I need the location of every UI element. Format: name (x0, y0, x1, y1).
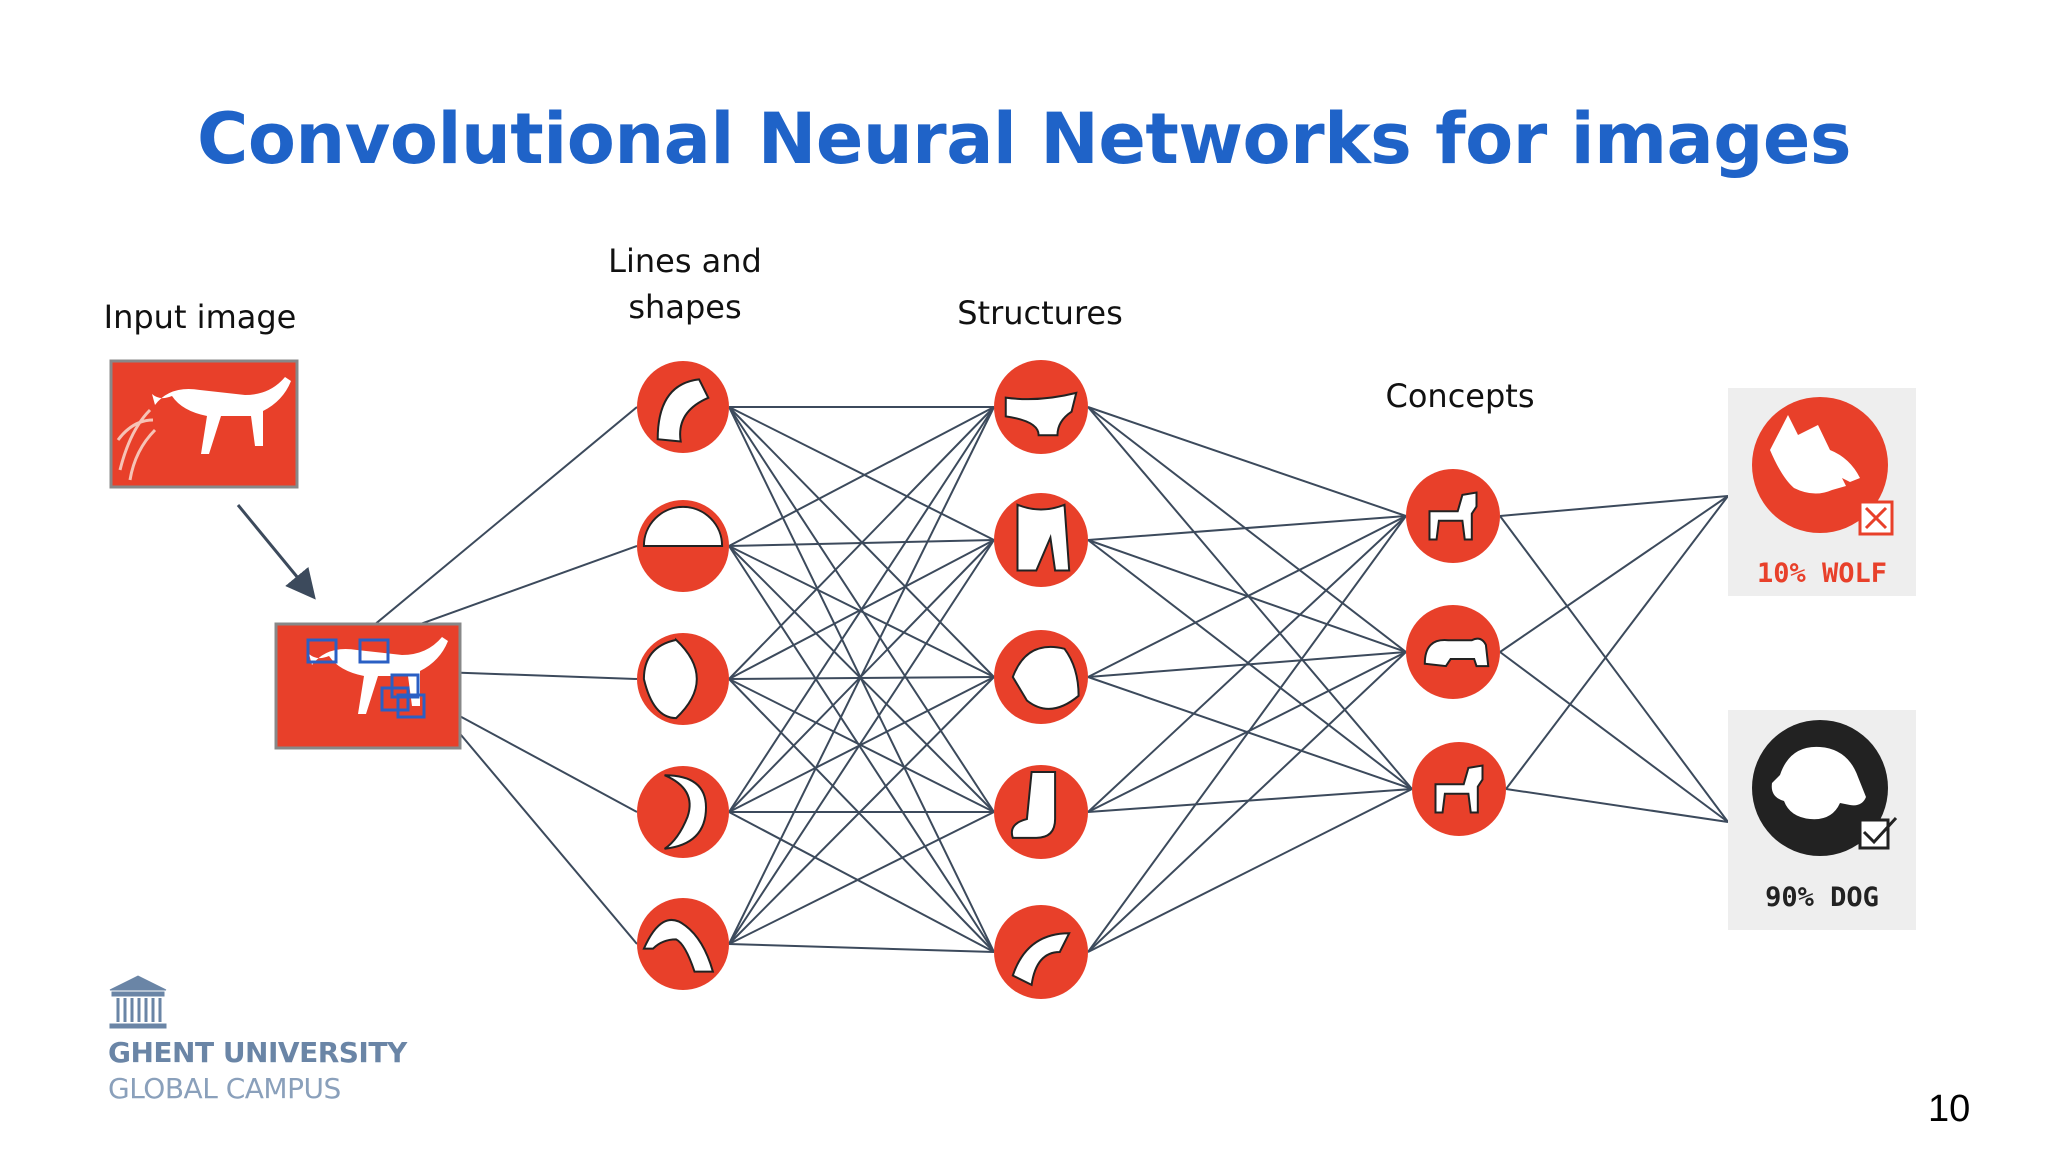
edge-lines-to-structures (728, 406, 995, 945)
edge-structures-to-concepts (1087, 515, 1407, 678)
edge-lines-to-structures (728, 406, 995, 541)
output-wolf: 10% WOLF (1728, 388, 1916, 596)
edge-structures-to-concepts (1087, 515, 1407, 813)
layer-concepts (1406, 469, 1506, 836)
edge-concepts-to-output (1505, 495, 1729, 790)
university-logo-icon (109, 975, 167, 1029)
edge-lines-to-structures (728, 943, 995, 953)
convolution-patches (306, 638, 426, 719)
edge-concepts-to-output (1505, 788, 1729, 823)
edge-input-to-lines (439, 671, 638, 680)
edge-lines-to-structures (728, 406, 995, 680)
lines-shapes-node (637, 898, 729, 990)
structures-node (994, 905, 1088, 999)
layer-lines-shapes (637, 361, 729, 990)
lines-shapes-node (637, 361, 729, 453)
edge-lines-to-structures (728, 676, 995, 680)
page-number: 10 (1928, 1088, 1971, 1130)
edge-input-to-lines (429, 699, 638, 813)
input-image (274, 622, 462, 750)
edge-structures-to-concepts (1087, 406, 1407, 517)
edge-lines-to-structures (728, 811, 995, 953)
concept-node-bear (1406, 605, 1500, 699)
output-wolf-label: 10% WOLF (1757, 558, 1887, 589)
concept-node-dog (1412, 742, 1506, 836)
lines-shapes-node (637, 500, 729, 592)
structures-node (994, 360, 1088, 454)
edge-concepts-to-output (1499, 495, 1729, 517)
edge-input-to-lines (439, 709, 638, 945)
slide-title: Convolutional Neural Networks for images (196, 98, 1852, 180)
edge-structures-to-concepts (1087, 676, 1413, 790)
input-arrow (236, 504, 316, 600)
edge-lines-to-structures (728, 539, 995, 945)
label-input-image: Input image (103, 298, 297, 336)
edge-lines-to-structures (728, 811, 995, 945)
label-lines-shapes: Lines and shapes (608, 242, 762, 326)
edge-lines-to-structures (728, 676, 995, 813)
structures-node (994, 765, 1088, 859)
network-edges (355, 406, 1729, 953)
logo-text-line2: GLOBAL CAMPUS (108, 1072, 341, 1105)
edge-lines-to-structures (728, 545, 995, 678)
edge-lines-to-structures (728, 678, 995, 953)
lines-shapes-node (637, 633, 729, 725)
lines-shapes-node (637, 766, 729, 858)
edge-structures-to-concepts (1087, 515, 1407, 953)
edge-lines-to-structures (728, 545, 995, 953)
label-concepts: Concepts (1385, 377, 1535, 415)
concept-node-horse (1406, 469, 1500, 563)
logo-text-line1: GHENT UNIVERSITY (108, 1036, 407, 1069)
output-dog-label: 90% DOG (1765, 882, 1879, 913)
edge-structures-to-concepts (1087, 651, 1407, 953)
output-dog: 90% DOG (1728, 710, 1916, 930)
layer-structures (994, 360, 1088, 999)
edge-lines-to-structures (728, 406, 995, 813)
edge-concepts-to-output (1499, 651, 1729, 823)
edge-input-to-lines (355, 406, 638, 641)
edge-lines-to-structures (728, 676, 995, 945)
edge-concepts-to-output (1499, 515, 1729, 823)
edge-lines-to-structures (728, 406, 995, 547)
structures-node (994, 493, 1088, 587)
edge-concepts-to-output (1499, 495, 1729, 653)
edge-structures-to-concepts (1087, 651, 1407, 813)
edge-structures-to-concepts (1087, 788, 1413, 953)
structures-node (994, 630, 1088, 724)
edge-structures-to-concepts (1087, 515, 1407, 541)
label-structures: Structures (957, 294, 1123, 332)
edge-structures-to-concepts (1087, 406, 1407, 653)
input-image-thumbnail (109, 359, 299, 489)
